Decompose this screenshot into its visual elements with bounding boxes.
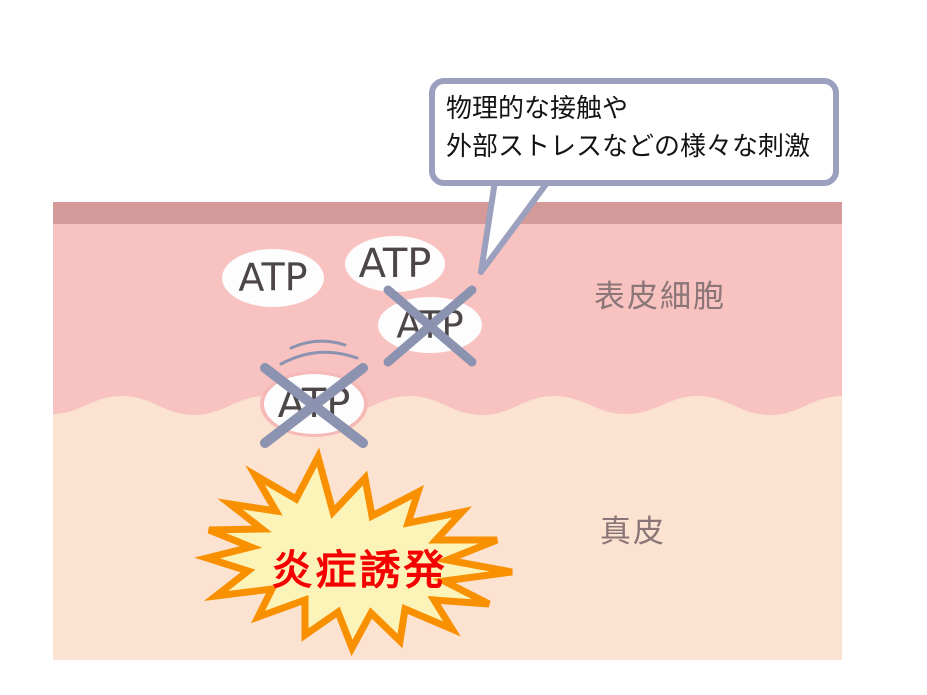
callout-bubble bbox=[429, 78, 839, 275]
emission-arc-outer bbox=[279, 350, 359, 366]
emission-arc-inner bbox=[289, 339, 347, 350]
callout-text: 物理的な接触や 外部ストレスなどの様々な刺激 bbox=[446, 94, 811, 162]
emission-arcs bbox=[279, 339, 359, 366]
burst-shape bbox=[194, 447, 513, 657]
callout-body bbox=[429, 78, 839, 186]
atp-ellipse-1 bbox=[222, 249, 324, 307]
atp-ellipse-2 bbox=[345, 236, 445, 292]
dermis-label: 真皮 bbox=[600, 514, 666, 550]
burst-label: 炎症誘発 bbox=[271, 546, 448, 594]
atp-label-1: ATP bbox=[238, 256, 307, 300]
atp-label-2: ATP bbox=[359, 241, 432, 287]
inflammation-burst bbox=[194, 447, 513, 657]
atp-molecule-3: ATP bbox=[378, 285, 482, 367]
epidermis-label: 表皮細胞 bbox=[594, 279, 726, 315]
atp-molecule-2: ATP bbox=[345, 236, 445, 292]
atp-molecule-1: ATP bbox=[222, 249, 324, 307]
cross-out-mark-3 bbox=[383, 285, 477, 367]
atp-molecule-4: ATP bbox=[260, 363, 368, 448]
stratum-corneum-band bbox=[53, 202, 842, 224]
cross-out-mark-4 bbox=[260, 363, 368, 448]
